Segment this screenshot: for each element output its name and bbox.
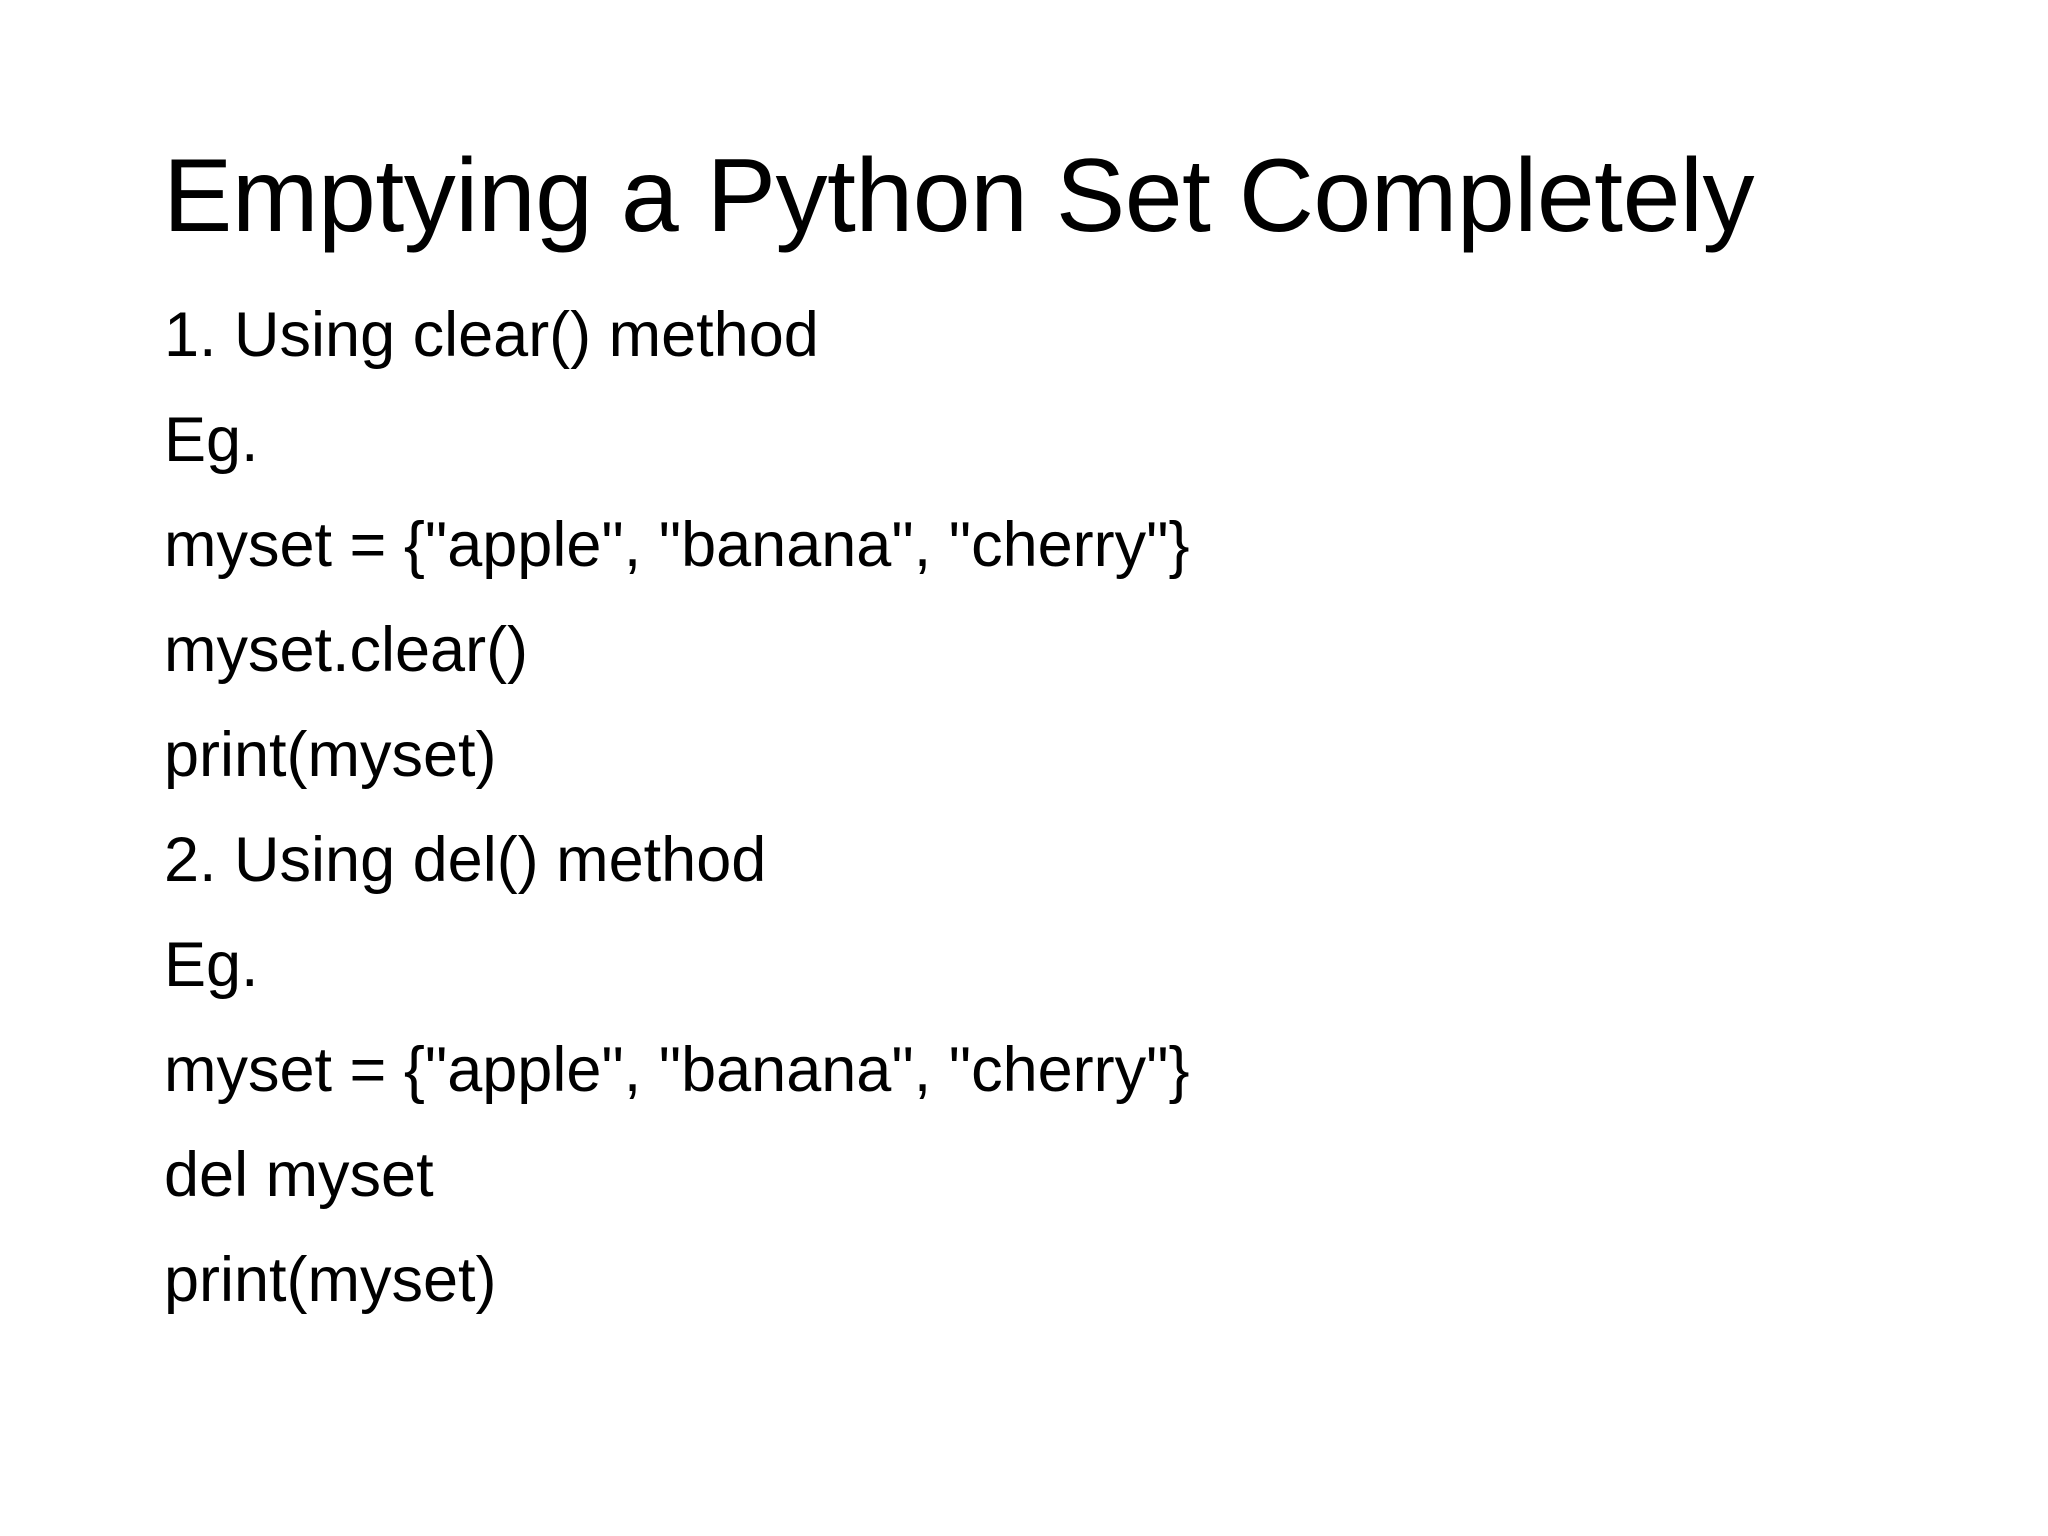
body-line-6: 2. Using del() method — [164, 825, 767, 895]
body-line-8: myset = {"apple", "banana", "cherry"} — [164, 1035, 1190, 1105]
slide-title: Emptying a Python Set Completely — [163, 137, 1755, 254]
body-line-3: myset = {"apple", "banana", "cherry"} — [164, 510, 1190, 580]
body-line-5: print(myset) — [164, 720, 497, 790]
body-line-1: 1. Using clear() method — [164, 300, 819, 370]
slide-body: 1. Using clear() method Eg. myset = {"ap… — [164, 283, 1964, 1333]
body-line-10: print(myset) — [164, 1245, 497, 1315]
body-line-2: Eg. — [164, 405, 259, 475]
body-line-7: Eg. — [164, 930, 259, 1000]
body-line-4: myset.clear() — [164, 615, 529, 685]
body-line-9: del myset — [164, 1140, 434, 1210]
